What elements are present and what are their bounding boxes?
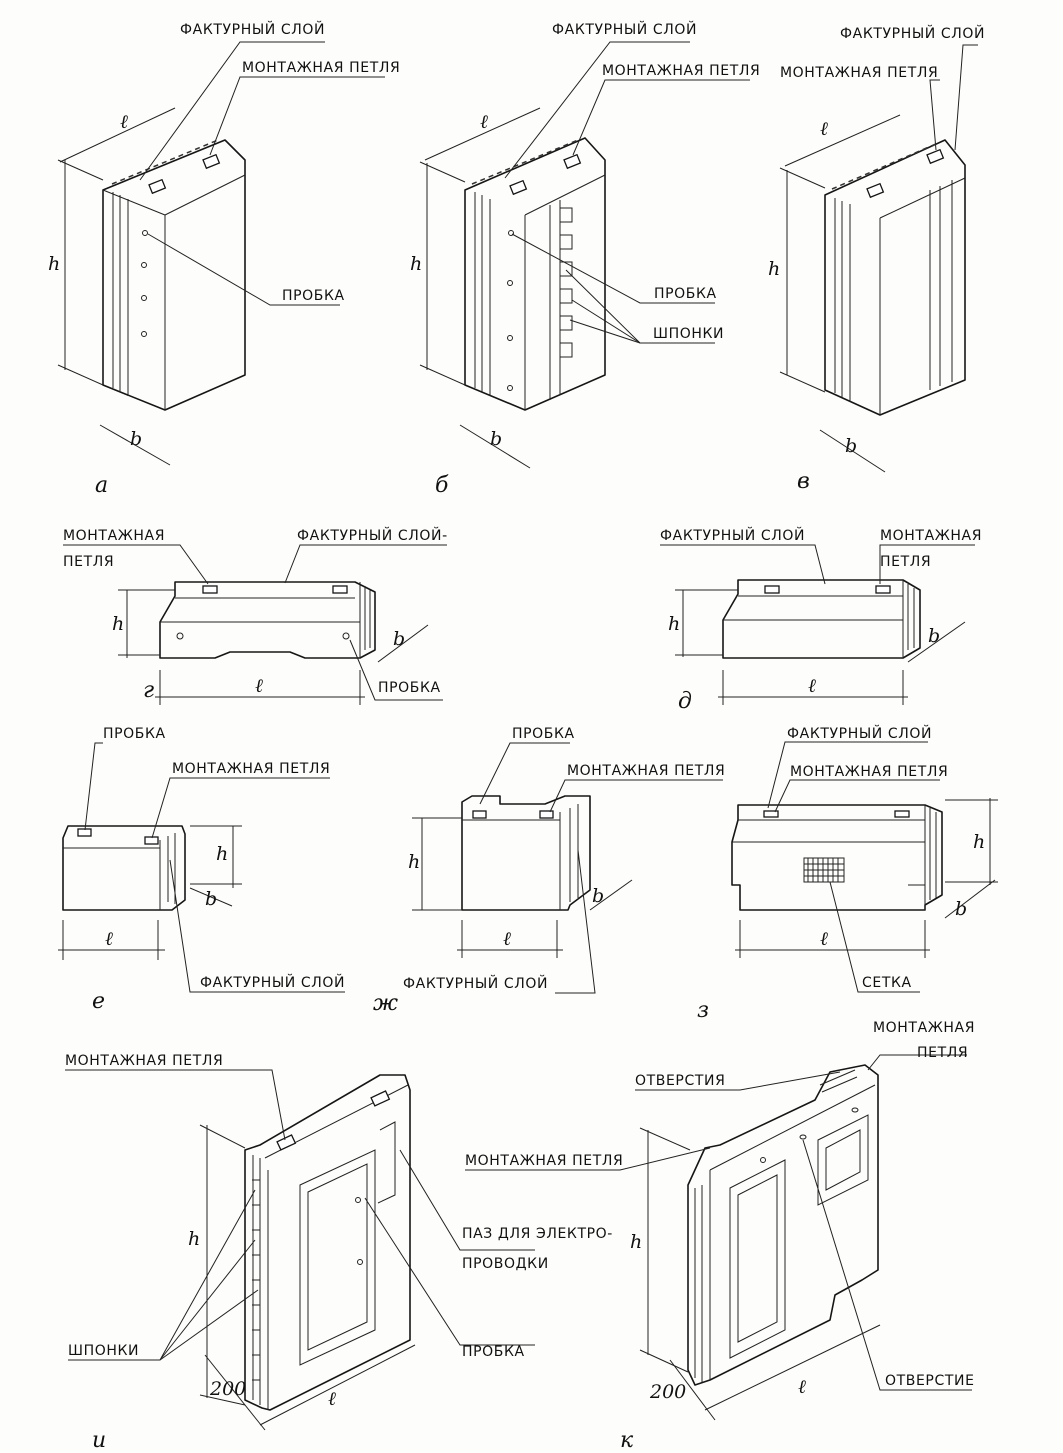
- dim-h-d: h: [668, 613, 680, 635]
- subfigure-k: к: [620, 1428, 634, 1453]
- subfigure-b: б: [435, 473, 449, 498]
- subfigure-v: в: [797, 469, 810, 494]
- label-keys-b: ШПОНКИ: [653, 326, 724, 342]
- label-keys-i: ШПОНКИ: [68, 1343, 139, 1359]
- dim-l-a: ℓ: [120, 111, 128, 133]
- label-loop-a: МОНТАЖНАЯ ПЕТЛЯ: [242, 60, 400, 76]
- subfigure-z: з: [697, 998, 709, 1023]
- subfigure-g: г: [143, 678, 154, 703]
- label-loop-k-2: ПЕТЛЯ: [917, 1045, 968, 1061]
- label-loop-g-1: МОНТАЖНАЯ: [63, 528, 165, 544]
- label-loop-i: МОНТАЖНАЯ ПЕТЛЯ: [65, 1053, 223, 1069]
- label-plug-a: ПРОБКА: [282, 288, 345, 304]
- figure-v: ФАКТУРНЫЙ СЛОЙ МОНТАЖНАЯ ПЕТЛЯ ℓ h b в: [768, 24, 985, 494]
- dim-b-e: b: [205, 888, 217, 910]
- dim-l-b: ℓ: [480, 111, 488, 133]
- label-loop-d-2: ПЕТЛЯ: [880, 554, 931, 570]
- label-plug-e: ПРОБКА: [103, 726, 166, 742]
- dim-h-k: h: [630, 1231, 642, 1253]
- label-groove-i-2: ПРОВОДКИ: [462, 1256, 549, 1272]
- label-loop-e: МОНТАЖНАЯ ПЕТЛЯ: [172, 761, 330, 777]
- figure-i: МОНТАЖНАЯ ПЕТЛЯ ПАЗ ДЛЯ ЭЛЕКТРО- ПРОВОДК…: [65, 1053, 613, 1453]
- label-plug-i: ПРОБКА: [462, 1344, 525, 1360]
- label-groove-i-1: ПАЗ ДЛЯ ЭЛЕКТРО-: [462, 1226, 613, 1242]
- label-plug-g: ПРОБКА: [378, 680, 441, 696]
- subfigure-d: д: [678, 689, 692, 714]
- dim-200-k: 200: [649, 1381, 686, 1403]
- dim-h-v: h: [768, 258, 780, 280]
- subfigure-a: а: [95, 473, 108, 498]
- figure-z: ФАКТУРНЫЙ СЛОЙ МОНТАЖНАЯ ПЕТЛЯ СЕТКА h b…: [697, 724, 998, 1023]
- label-facing-z: ФАКТУРНЫЙ СЛОЙ: [787, 724, 932, 742]
- dim-h-zh: h: [408, 851, 420, 873]
- label-hole-k: ОТВЕРСТИЕ: [885, 1373, 975, 1389]
- label-loop-z: МОНТАЖНАЯ ПЕТЛЯ: [790, 764, 948, 780]
- figure-k: МОНТАЖНАЯ ПЕТЛЯ ОТВЕРСТИЯ МОНТАЖНАЯ ПЕТЛ…: [465, 1020, 975, 1453]
- dim-l-e: ℓ: [105, 928, 113, 950]
- dim-h-a: h: [48, 253, 60, 275]
- figure-e: ПРОБКА МОНТАЖНАЯ ПЕТЛЯ ФАКТУРНЫЙ СЛОЙ h …: [58, 726, 345, 1014]
- label-plug-zh: ПРОБКА: [512, 726, 575, 742]
- label-holes-k: ОТВЕРСТИЯ: [635, 1073, 725, 1089]
- figure-zh: ПРОБКА МОНТАЖНАЯ ПЕТЛЯ ФАКТУРНЫЙ СЛОЙ h …: [373, 726, 725, 1016]
- dim-b-d: b: [928, 625, 940, 647]
- figure-d: ФАКТУРНЫЙ СЛОЙ МОНТАЖНАЯ ПЕТЛЯ h ℓ b д: [660, 526, 982, 714]
- label-facing-b: ФАКТУРНЫЙ СЛОЙ: [552, 20, 697, 38]
- label-loop-zh: МОНТАЖНАЯ ПЕТЛЯ: [567, 763, 725, 779]
- label-loop-k-1: МОНТАЖНАЯ: [873, 1020, 975, 1036]
- figure-a: ФАКТУРНЫЙ СЛОЙ МОНТАЖНАЯ ПЕТЛЯ ПРОБКА ℓ …: [48, 20, 400, 498]
- label-facing-d: ФАКТУРНЫЙ СЛОЙ: [660, 526, 805, 544]
- label-facing-e: ФАКТУРНЫЙ СЛОЙ: [200, 973, 345, 991]
- subfigure-zh: ж: [373, 991, 398, 1016]
- figure-g: МОНТАЖНАЯ ПЕТЛЯ ФАКТУРНЫЙ СЛОЙ- ПРОБКА h…: [63, 526, 448, 705]
- label-loop-g-2: ПЕТЛЯ: [63, 554, 114, 570]
- dim-l-d: ℓ: [808, 675, 816, 697]
- subfigure-i: и: [92, 1428, 106, 1453]
- dim-h-b: h: [410, 253, 422, 275]
- dim-l-g: ℓ: [255, 675, 263, 697]
- label-facing-v: ФАКТУРНЫЙ СЛОЙ: [840, 24, 985, 42]
- dim-b-zh: b: [592, 885, 604, 907]
- label-facing-g: ФАКТУРНЫЙ СЛОЙ-: [297, 526, 448, 544]
- dim-b-z: b: [955, 898, 967, 920]
- dim-b-v: b: [845, 435, 857, 457]
- dim-l-v: ℓ: [820, 118, 828, 140]
- label-facing-zh: ФАКТУРНЫЙ СЛОЙ: [403, 974, 548, 992]
- label-plug-b: ПРОБКА: [654, 286, 717, 302]
- dim-b-a: b: [130, 428, 142, 450]
- dim-h-g: h: [112, 613, 124, 635]
- figure-b: ФАКТУРНЫЙ СЛОЙ МОНТАЖНАЯ ПЕТЛЯ ПРОБКА ШП…: [410, 20, 760, 498]
- dim-h-z: h: [973, 831, 985, 853]
- dim-l-k: ℓ: [798, 1376, 806, 1398]
- dim-200-i: 200: [209, 1378, 246, 1400]
- dim-b-b: b: [490, 428, 502, 450]
- label-loop-k: МОНТАЖНАЯ ПЕТЛЯ: [465, 1153, 623, 1169]
- label-loop-v: МОНТАЖНАЯ ПЕТЛЯ: [780, 65, 938, 81]
- dim-b-g: b: [393, 628, 405, 650]
- dim-h-e: h: [216, 843, 228, 865]
- label-loop-b: МОНТАЖНАЯ ПЕТЛЯ: [602, 63, 760, 79]
- dim-l-i: ℓ: [328, 1388, 336, 1410]
- dim-l-zh: ℓ: [503, 928, 511, 950]
- dim-h-i: h: [188, 1228, 200, 1250]
- label-facing-a: ФАКТУРНЫЙ СЛОЙ: [180, 20, 325, 38]
- label-loop-d-1: МОНТАЖНАЯ: [880, 528, 982, 544]
- subfigure-e: е: [92, 989, 105, 1014]
- label-mesh-z: СЕТКА: [862, 975, 912, 991]
- dim-l-z: ℓ: [820, 928, 828, 950]
